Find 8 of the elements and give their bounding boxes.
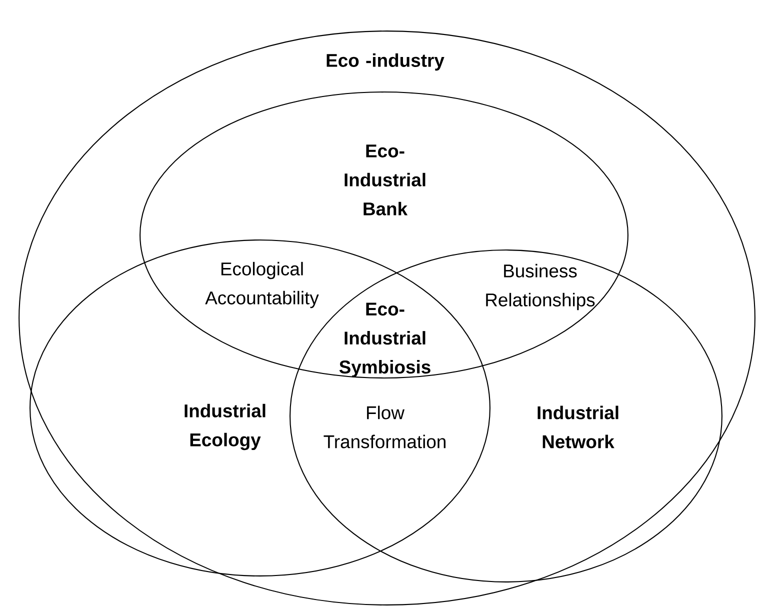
set-label: Industrial Network [538, 406, 618, 448]
overlap-label: Eco- Industrial Symbiosis [339, 302, 430, 378]
overlap-label: Flow Transformation [324, 406, 446, 448]
set-label: Eco- Industrial Bank [344, 144, 426, 216]
set-label: Eco -industry [326, 53, 444, 71]
overlap-label: Ecological Accountability [205, 262, 319, 308]
overlap-label: Business Relationships [486, 264, 595, 310]
set-label: Industrial Ecology [184, 404, 266, 450]
